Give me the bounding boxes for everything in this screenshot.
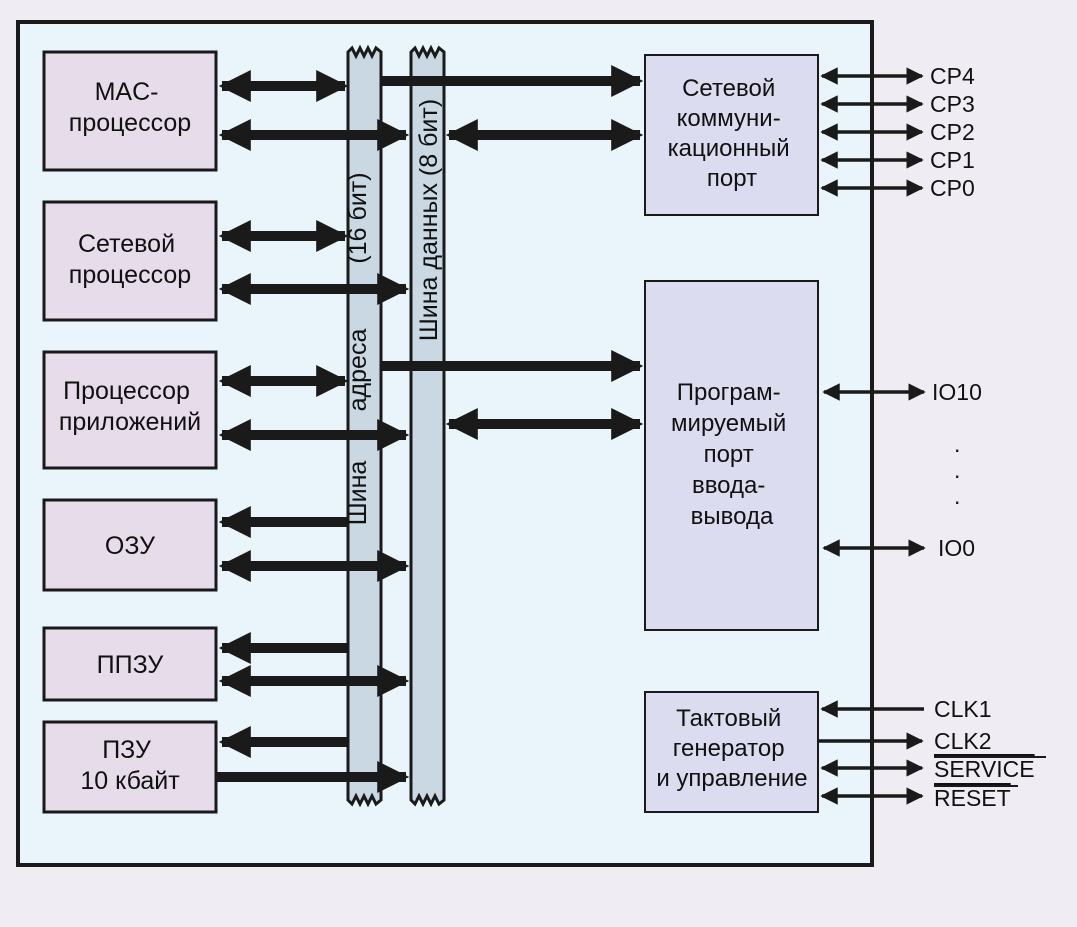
- pin-dot-1: .: [954, 431, 960, 457]
- address-bus-label-word2: адреса: [344, 329, 372, 412]
- io-port-block: [644, 280, 819, 631]
- io-port-label: Програм- мируемый порт ввода- вывода: [671, 379, 793, 530]
- clock-block: [644, 691, 819, 813]
- pin-cp1-label: CP1: [930, 147, 975, 173]
- pin-service-label: SERVICE: [934, 756, 1035, 782]
- network-processor-label: Сетевой процессор: [69, 230, 191, 289]
- address-bus-width-label: (16 бит): [344, 172, 372, 263]
- pin-io10-label: IO10: [932, 379, 982, 405]
- application-processor-block: [42, 350, 218, 470]
- ram-label: ОЗУ: [105, 532, 155, 560]
- pin-clk1-label: CLK1: [934, 696, 992, 722]
- mac-processor-label: MAC- процессор: [69, 78, 191, 137]
- pin-reset-label: RESET: [934, 785, 1011, 811]
- network-processor-block: [42, 200, 218, 322]
- mac-processor-block: [42, 50, 218, 172]
- pin-io0-label: IO0: [938, 535, 975, 561]
- rom-label: ПЗУ 10 кбайт: [80, 736, 180, 795]
- eeprom-block: [42, 626, 218, 702]
- application-processor-label: Процессор приложений: [59, 377, 201, 436]
- clock-block-label: Тактовый генератор и управление: [656, 705, 807, 792]
- ram-block: [42, 498, 218, 592]
- address-bus: [346, 44, 383, 808]
- pin-cp4-label: CP4: [930, 63, 975, 89]
- eeprom-label: ППЗУ: [97, 651, 164, 679]
- data-bus-label: Шина данных (8 бит): [415, 99, 443, 341]
- comm-port-block: [644, 54, 819, 216]
- data-bus: [409, 44, 446, 808]
- pin-dot-2: .: [954, 457, 960, 483]
- pin-cp0-label: CP0: [930, 175, 975, 201]
- comm-port-label: Сетевой коммуни- кационный порт: [668, 75, 797, 192]
- address-bus-label-word1: Шина: [344, 461, 372, 526]
- pin-dot-3: .: [954, 483, 960, 509]
- pin-clk2-label: CLK2: [934, 728, 992, 754]
- pin-cp2-label: CP2: [930, 119, 975, 145]
- rom-block: [42, 720, 218, 814]
- pin-cp3-label: CP3: [930, 91, 975, 117]
